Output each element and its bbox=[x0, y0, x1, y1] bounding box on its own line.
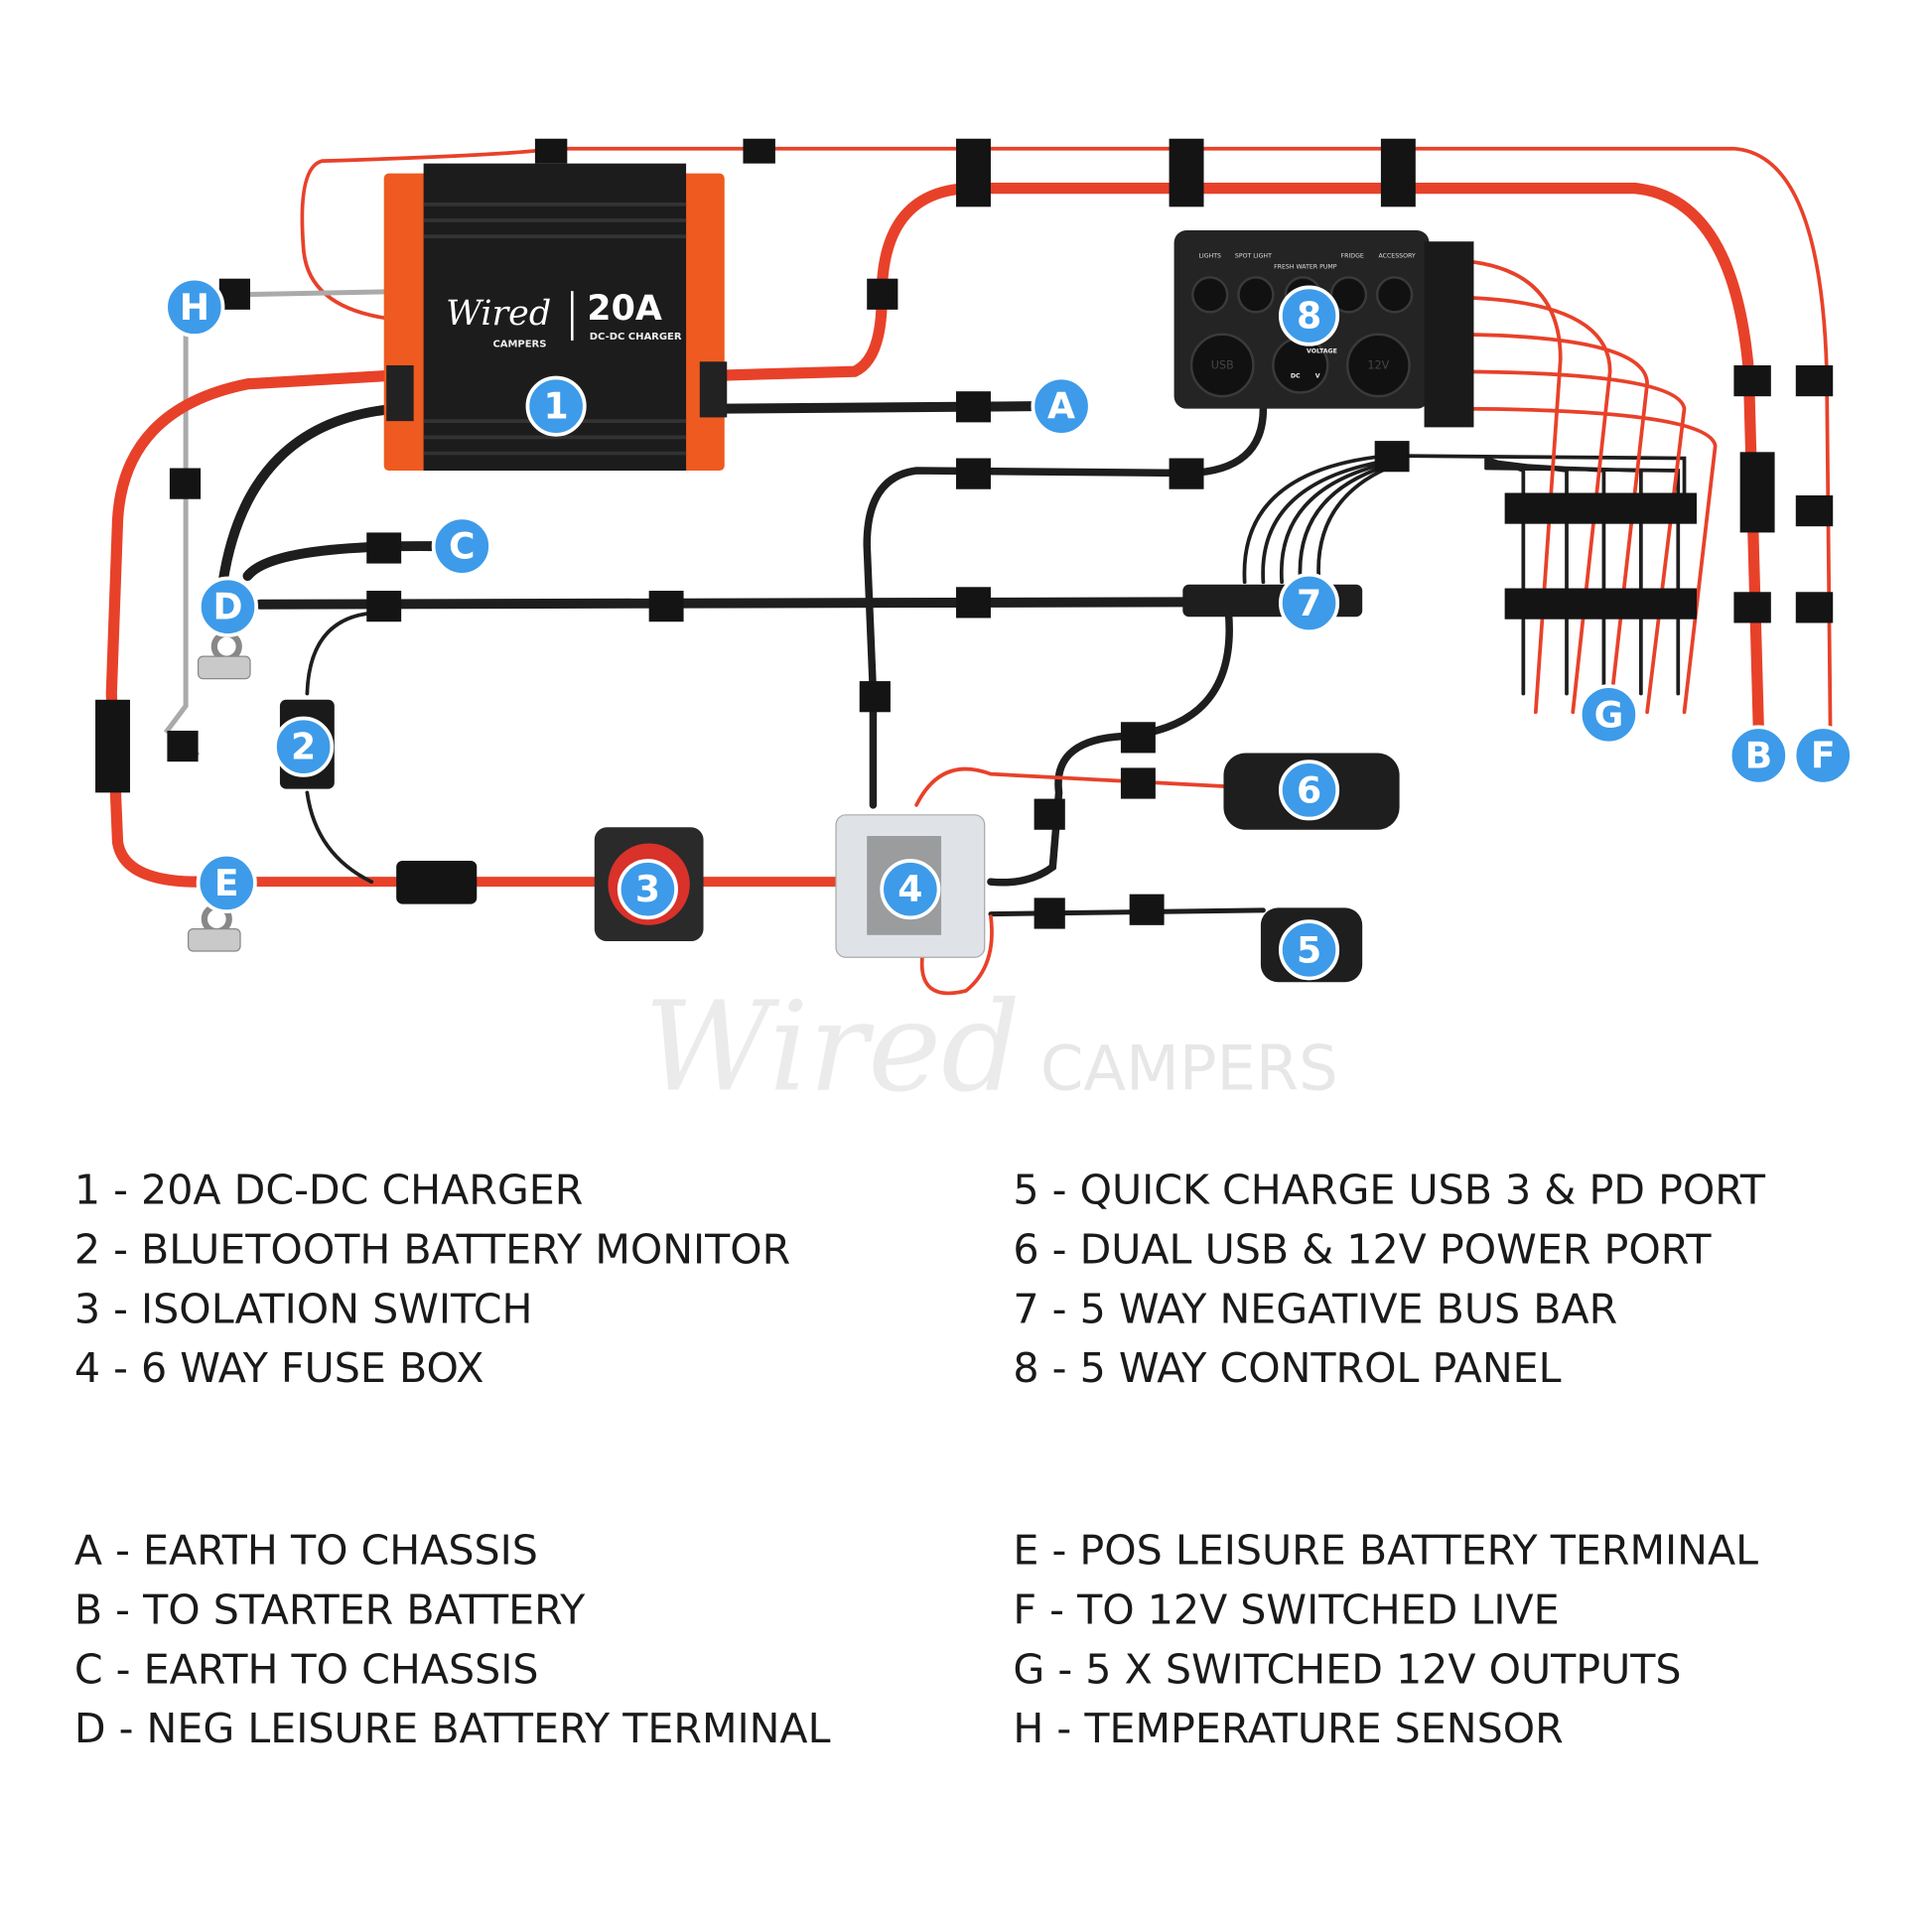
switch-labels: LIGHTS SPOT LIGHT FRESH WATER PUMP FRIDG… bbox=[1198, 252, 1415, 270]
svg-text:2: 2 bbox=[291, 726, 316, 768]
meter-dc: DC bbox=[1291, 372, 1301, 379]
svg-text:D: D bbox=[213, 586, 243, 628]
badge-6: 6 bbox=[1278, 759, 1340, 821]
battery-terminal-pos bbox=[187, 903, 241, 952]
badge-e: E bbox=[196, 852, 257, 913]
legend-item: 1 - 20A DC-DC CHARGER bbox=[74, 1167, 584, 1214]
legend-item: B - TO STARTER BATTERY bbox=[74, 1586, 586, 1633]
svg-text:C: C bbox=[449, 525, 476, 568]
rocker-switch bbox=[1191, 276, 1229, 314]
inline-fuse-holder bbox=[95, 699, 130, 793]
inline-fuse-holder bbox=[1739, 452, 1775, 533]
badge-f: F bbox=[1792, 725, 1854, 786]
badge-c: C bbox=[431, 515, 492, 577]
legend-item: E - POS LEISURE BATTERY TERMINAL bbox=[1013, 1527, 1758, 1575]
svg-text:6: 6 bbox=[1297, 768, 1321, 811]
switch-label-pump: FRESH WATER PUMP bbox=[1274, 264, 1337, 271]
socket-label-12v: 12V bbox=[1367, 359, 1389, 372]
badge-h: H bbox=[164, 276, 225, 338]
badge-5: 5 bbox=[1278, 919, 1340, 981]
charger-brand: Wired bbox=[446, 294, 551, 334]
svg-text:8: 8 bbox=[1297, 295, 1321, 338]
meter-v: V bbox=[1315, 372, 1320, 379]
legend-item: 6 - DUAL USB & 12V POWER PORT bbox=[1013, 1225, 1712, 1273]
wire-earth-c bbox=[242, 541, 439, 582]
legend-item: H - TEMPERATURE SENSOR bbox=[1013, 1705, 1563, 1752]
wire-neg-bus bbox=[254, 597, 1244, 610]
charger-type: DC-DC CHARGER bbox=[590, 332, 682, 343]
meter-label: VOLTAGE bbox=[1307, 348, 1337, 355]
rocker-switch bbox=[1375, 276, 1414, 314]
svg-text:1: 1 bbox=[544, 385, 569, 428]
badge-g: G bbox=[1578, 684, 1639, 746]
charger-rating: 20A bbox=[587, 289, 662, 329]
wires bbox=[105, 146, 1833, 996]
svg-text:3: 3 bbox=[635, 868, 660, 910]
legend-connections: A - EARTH TO CHASSIS B - TO STARTER BATT… bbox=[74, 1527, 1758, 1753]
legend-item: 5 - QUICK CHARGE USB 3 & PD PORT bbox=[1013, 1167, 1765, 1214]
battery-terminal-neg bbox=[197, 630, 251, 680]
charger-brand-sub: CAMPERS bbox=[492, 339, 546, 349]
svg-text:A: A bbox=[1047, 385, 1075, 428]
svg-text:5: 5 bbox=[1297, 928, 1321, 971]
svg-text:G: G bbox=[1594, 693, 1624, 736]
wire-monitor bbox=[305, 611, 374, 885]
wire-bus-to-fuse bbox=[987, 609, 1233, 887]
terminal bbox=[386, 364, 414, 422]
wire-starter-battery-b bbox=[719, 182, 1764, 737]
watermark-brand: Wired bbox=[644, 976, 1021, 1120]
badge-b: B bbox=[1727, 725, 1789, 786]
badge-d: D bbox=[197, 576, 259, 637]
legend-components: 1 - 20A DC-DC CHARGER 2 - BLUETOOTH BATT… bbox=[74, 1167, 1766, 1393]
usb-socket bbox=[1189, 333, 1255, 398]
badge-a: A bbox=[1031, 375, 1092, 437]
switch-label-lights: LIGHTS bbox=[1198, 252, 1221, 259]
wire-charger-pos-out bbox=[105, 369, 402, 888]
legend-item: D - NEG LEISURE BATTERY TERMINAL bbox=[74, 1705, 831, 1752]
switch-label-accessory: ACCESSORY bbox=[1378, 252, 1415, 259]
badge-3: 3 bbox=[617, 859, 678, 920]
legend-item: F - TO 12V SWITCHED LIVE bbox=[1013, 1586, 1559, 1633]
svg-text:H: H bbox=[180, 286, 209, 329]
cable-clips bbox=[95, 138, 1834, 929]
badge-2: 2 bbox=[273, 716, 335, 777]
wire-temp-sensor-h bbox=[163, 288, 422, 758]
watermark: Wired CAMPERS bbox=[644, 976, 1338, 1120]
badge-8: 8 bbox=[1278, 285, 1340, 346]
wire-to-port5 bbox=[988, 907, 1266, 917]
badge-1: 1 bbox=[525, 375, 587, 437]
switch-label-fridge: FRIDGE bbox=[1341, 252, 1364, 259]
rocker-switch bbox=[1237, 276, 1275, 314]
svg-text:7: 7 bbox=[1297, 582, 1321, 624]
wire-charger-neg bbox=[217, 403, 402, 588]
callout-badges: H 1 A C D 2 E 3 4 5 6 7 8 G B F bbox=[164, 276, 1854, 981]
wire-fuse-loop bbox=[919, 914, 994, 996]
rocker-switch bbox=[1329, 276, 1368, 314]
terminal bbox=[699, 361, 728, 418]
legend-item: 3 - ISOLATION SWITCH bbox=[74, 1285, 533, 1332]
legend-item: G - 5 X SWITCHED 12V OUTPUTS bbox=[1013, 1645, 1681, 1693]
inline-fuse-holder bbox=[396, 860, 478, 904]
svg-text:B: B bbox=[1745, 734, 1773, 776]
legend-item: A - EARTH TO CHASSIS bbox=[74, 1527, 538, 1575]
svg-text:4: 4 bbox=[897, 868, 922, 910]
12v-socket bbox=[1345, 333, 1411, 398]
badge-7: 7 bbox=[1278, 572, 1340, 634]
switch-label-spot-light: SPOT LIGHT bbox=[1235, 252, 1272, 259]
legend-item: 2 - BLUETOOTH BATTERY MONITOR bbox=[74, 1225, 790, 1273]
svg-text:E: E bbox=[214, 862, 239, 904]
badge-4: 4 bbox=[880, 859, 941, 920]
voltmeter bbox=[1272, 337, 1329, 394]
legend-item: 4 - 6 WAY FUSE BOX bbox=[74, 1344, 484, 1392]
svg-text:F: F bbox=[1811, 734, 1836, 776]
socket-label-usb: USB bbox=[1211, 359, 1234, 372]
legend-item: 8 - 5 WAY CONTROL PANEL bbox=[1013, 1344, 1561, 1392]
wire-panel-feed bbox=[863, 404, 1268, 809]
wire-to-port6 bbox=[914, 766, 1228, 807]
watermark-sub: CAMPERS bbox=[1040, 1033, 1338, 1105]
legend-item: 7 - 5 WAY NEGATIVE BUS BAR bbox=[1013, 1285, 1617, 1332]
legend-item: C - EARTH TO CHASSIS bbox=[74, 1645, 539, 1693]
